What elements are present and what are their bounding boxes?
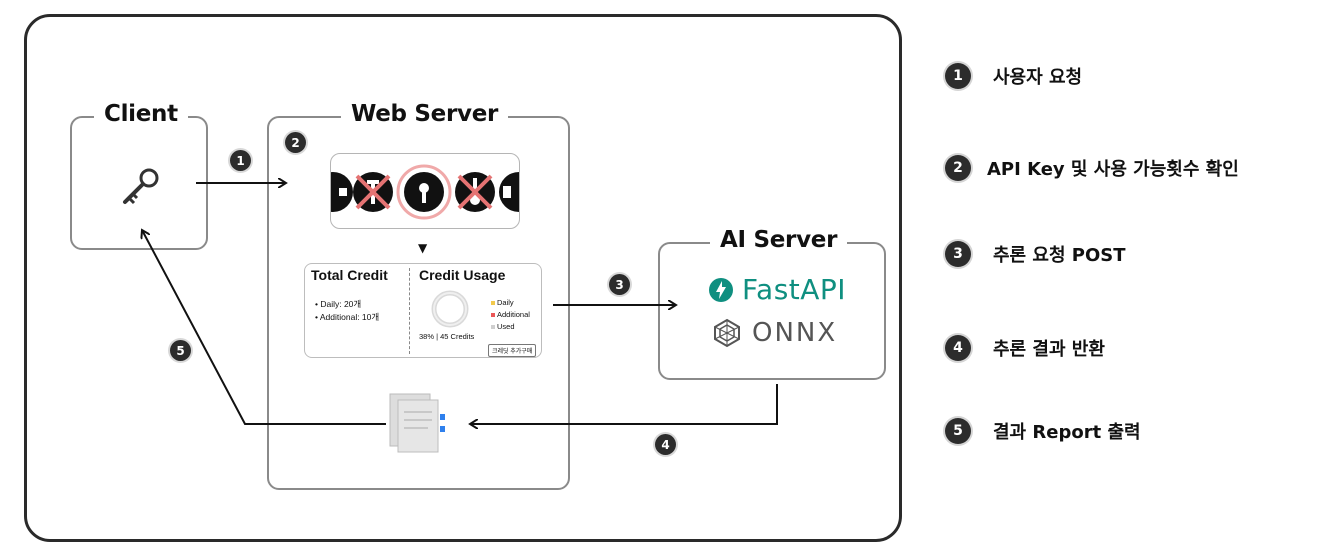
- ai-server-box: AI Server: [658, 227, 886, 380]
- ai-server-title: AI Server: [710, 227, 848, 253]
- fastapi-logo: FastAPI: [708, 273, 846, 306]
- legend-text-5: 결과 Report 출력: [993, 422, 1141, 443]
- card-divider: [409, 268, 410, 354]
- usage-donut-chart: [431, 290, 469, 328]
- step-badge-1: 1: [230, 150, 251, 171]
- legend-used: Used: [491, 322, 515, 331]
- step-badge-4: 4: [655, 434, 676, 455]
- onnx-logo: ONNX: [712, 318, 837, 348]
- total-credit-title: Total Credit: [311, 267, 388, 283]
- down-arrow-icon: ▼: [418, 241, 428, 255]
- buy-credit-button[interactable]: 크레딧 추가구매: [488, 344, 537, 357]
- step-badge-3: 3: [609, 274, 630, 295]
- legend-additional: Additional: [491, 310, 530, 319]
- legend-daily: Daily: [491, 298, 514, 307]
- legend-num-4: 4: [945, 335, 971, 361]
- web-server-title: Web Server: [341, 101, 509, 127]
- credit-usage-title: Credit Usage: [419, 267, 506, 283]
- legend-additional-label: Additional: [497, 310, 530, 319]
- step-badge-2: 2: [285, 132, 306, 153]
- usage-summary: 38% | 45 Credits: [419, 332, 475, 341]
- legend-num-3: 3: [945, 241, 971, 267]
- total-credit-additional: • Additional: 10개: [315, 312, 380, 322]
- step-badge-5: 5: [170, 340, 191, 361]
- legend-num-5: 5: [945, 418, 971, 444]
- api-key-check-panel: [330, 153, 520, 229]
- onnx-label: ONNX: [752, 318, 838, 348]
- used-swatch: [491, 325, 495, 330]
- legend-item-1: 1 사용자 요청: [945, 63, 1082, 89]
- additional-swatch: [491, 313, 495, 318]
- legend-text-2: API Key 및 사용 가능횟수 확인: [987, 159, 1239, 180]
- legend-text-4: 추론 결과 반환: [993, 339, 1105, 360]
- legend-daily-label: Daily: [497, 298, 514, 307]
- legend-text-3: 추론 요청 POST: [993, 245, 1126, 266]
- api-key-icons: [331, 164, 519, 220]
- fastapi-label: FastAPI: [742, 273, 847, 306]
- legend-item-4: 4 추론 결과 반환: [945, 335, 1105, 361]
- lightning-icon: [709, 277, 733, 302]
- system-frame: [24, 14, 902, 542]
- credit-card: Total Credit • Daily: 20개 • Additional: …: [304, 263, 542, 358]
- legend-item-5: 5 결과 Report 출력: [945, 418, 1141, 444]
- client-title: Client: [94, 101, 188, 127]
- onnx-icon: [714, 318, 740, 348]
- client-box: Client: [70, 101, 208, 250]
- legend-item-2: 2 API Key 및 사용 가능횟수 확인: [945, 155, 1239, 181]
- total-credit-daily: • Daily: 20개: [315, 299, 362, 309]
- legend-num-1: 1: [945, 63, 971, 89]
- legend-text-1: 사용자 요청: [993, 67, 1083, 88]
- daily-swatch: [491, 301, 495, 306]
- legend-num-2: 2: [945, 155, 971, 181]
- key-icon: [123, 168, 159, 205]
- legend-used-label: Used: [497, 322, 515, 331]
- legend-item-3: 3 추론 요청 POST: [945, 241, 1126, 267]
- report-document-icon: [389, 393, 445, 453]
